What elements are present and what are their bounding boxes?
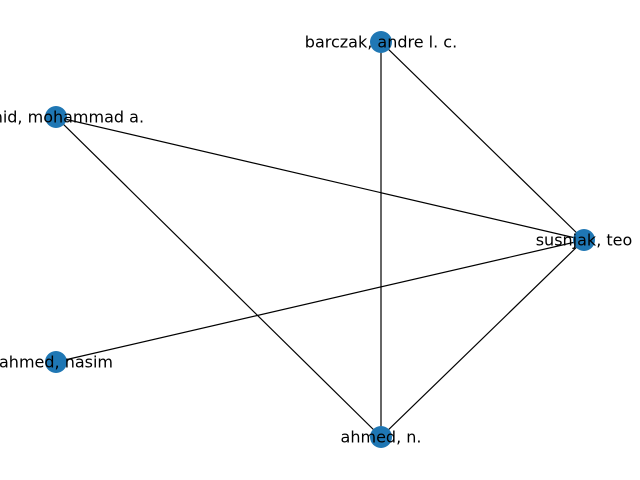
node-ahmed_nasim [45, 351, 67, 373]
edge-rashid-ahmed_n [55, 116, 382, 438]
node-label-ahmed_nasim: ahmed, nasim [0, 353, 113, 372]
labels-layer: barczak, andre l. c. rashid, mohammad a. s… [0, 33, 632, 447]
edge-susnjak-ahmed_nasim [55, 239, 585, 363]
nodes-layer [45, 31, 595, 448]
node-rashid [45, 106, 67, 128]
node-ahmed_n [370, 426, 392, 448]
node-barczak [370, 31, 392, 53]
node-label-susnjak: susnjak, teo [536, 231, 633, 250]
node-susnjak [573, 229, 595, 251]
node-label-ahmed_n: ahmed, n. [341, 428, 422, 447]
edge-rashid-susnjak [55, 116, 585, 241]
edge-barczak-susnjak [380, 41, 585, 241]
node-label-barczak: barczak, andre l. c. [305, 33, 457, 52]
node-label-rashid: rashid, mohammad a. [0, 108, 144, 127]
edges-layer [55, 41, 585, 438]
edge-susnjak-ahmed_n [380, 239, 585, 438]
